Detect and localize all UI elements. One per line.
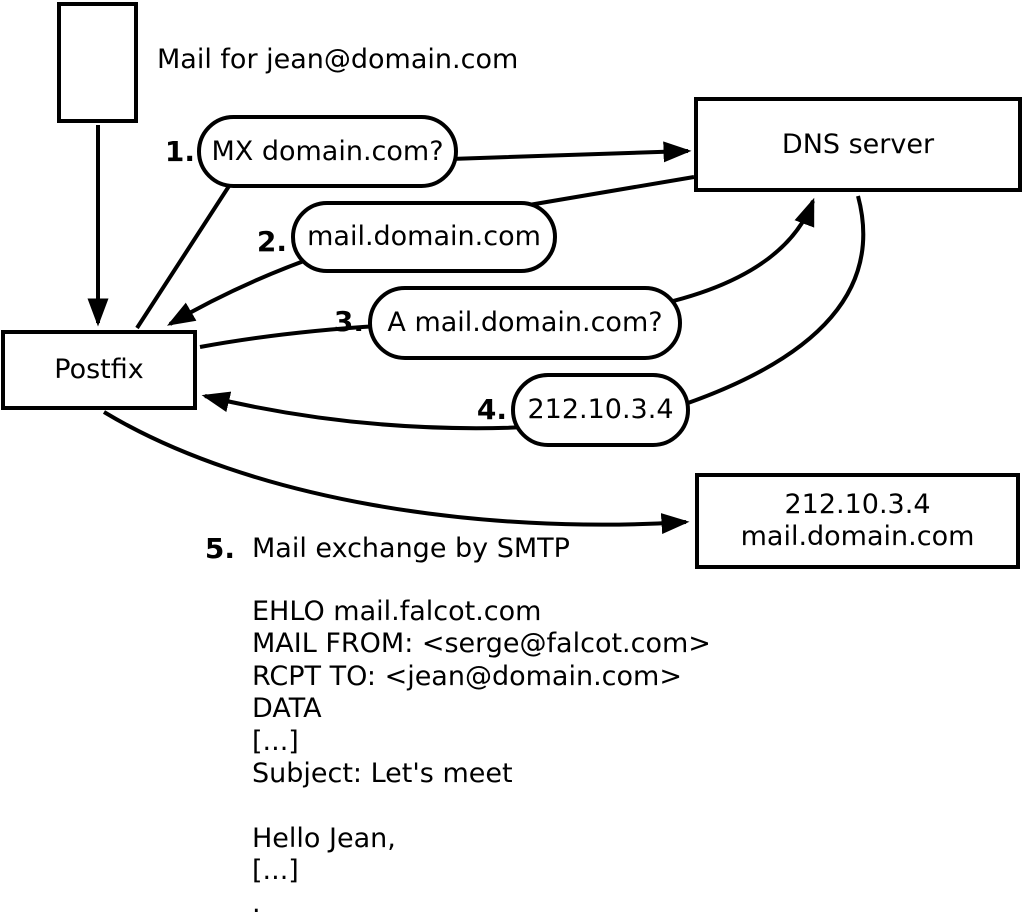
step-5-number: 5. [204,532,235,565]
smtp-line: Hello Jean, [252,822,396,854]
mail-note-label: Mail for jean@domain.com [157,44,519,75]
mail-envelope [57,2,138,123]
dns-server-box: DNS server [694,97,1022,192]
smtp-line: [...] [252,725,299,757]
step-2-label: mail.domain.com [307,221,541,252]
dns-server-label: DNS server [781,128,935,160]
mail-server-box: 212.10.3.4 mail.domain.com [695,473,1020,569]
mail-server-ip: 212.10.3.4 [784,489,931,520]
smtp-line-end-of-data: . [252,887,261,919]
smtp-line: RCPT TO: <jean@domain.com> [252,660,682,692]
smtp-line: EHLO mail.falcot.com [252,596,542,627]
step-3-label: A mail.domain.com? [387,307,663,338]
mail-server-hostname: mail.domain.com [740,521,975,552]
step-4-label: 212.10.3.4 [527,394,674,425]
smtp-line: Subject: Let's meet [252,757,513,789]
step-4-number: 4. [476,393,507,426]
postfix-box: Postfix [1,330,197,410]
step-5-label: Mail exchange by SMTP [252,533,570,564]
step-1-bubble-mx-query: MX domain.com? [197,115,458,188]
smtp-line: DATA [252,693,322,725]
step-2-number: 2. [256,225,287,258]
step-3-number: 3. [333,305,364,338]
arrow-smtp-postfix-to-mailserver [102,410,690,535]
step-2-bubble-mx-reply: mail.domain.com [291,201,557,273]
smtp-session-transcript: EHLO mail.falcot.com MAIL FROM: <serge@f… [252,596,711,919]
smtp-line-blank [252,790,711,822]
smtp-line: [...] [252,855,299,887]
step-1-number: 1. [164,135,195,168]
smtp-line: MAIL FROM: <serge@falcot.com> [252,628,711,660]
step-3-bubble-a-query: A mail.domain.com? [368,286,682,360]
step-4-bubble-a-reply: 212.10.3.4 [511,373,690,447]
step-1-label: MX domain.com? [211,135,444,167]
postfix-label: Postfix [54,354,144,385]
